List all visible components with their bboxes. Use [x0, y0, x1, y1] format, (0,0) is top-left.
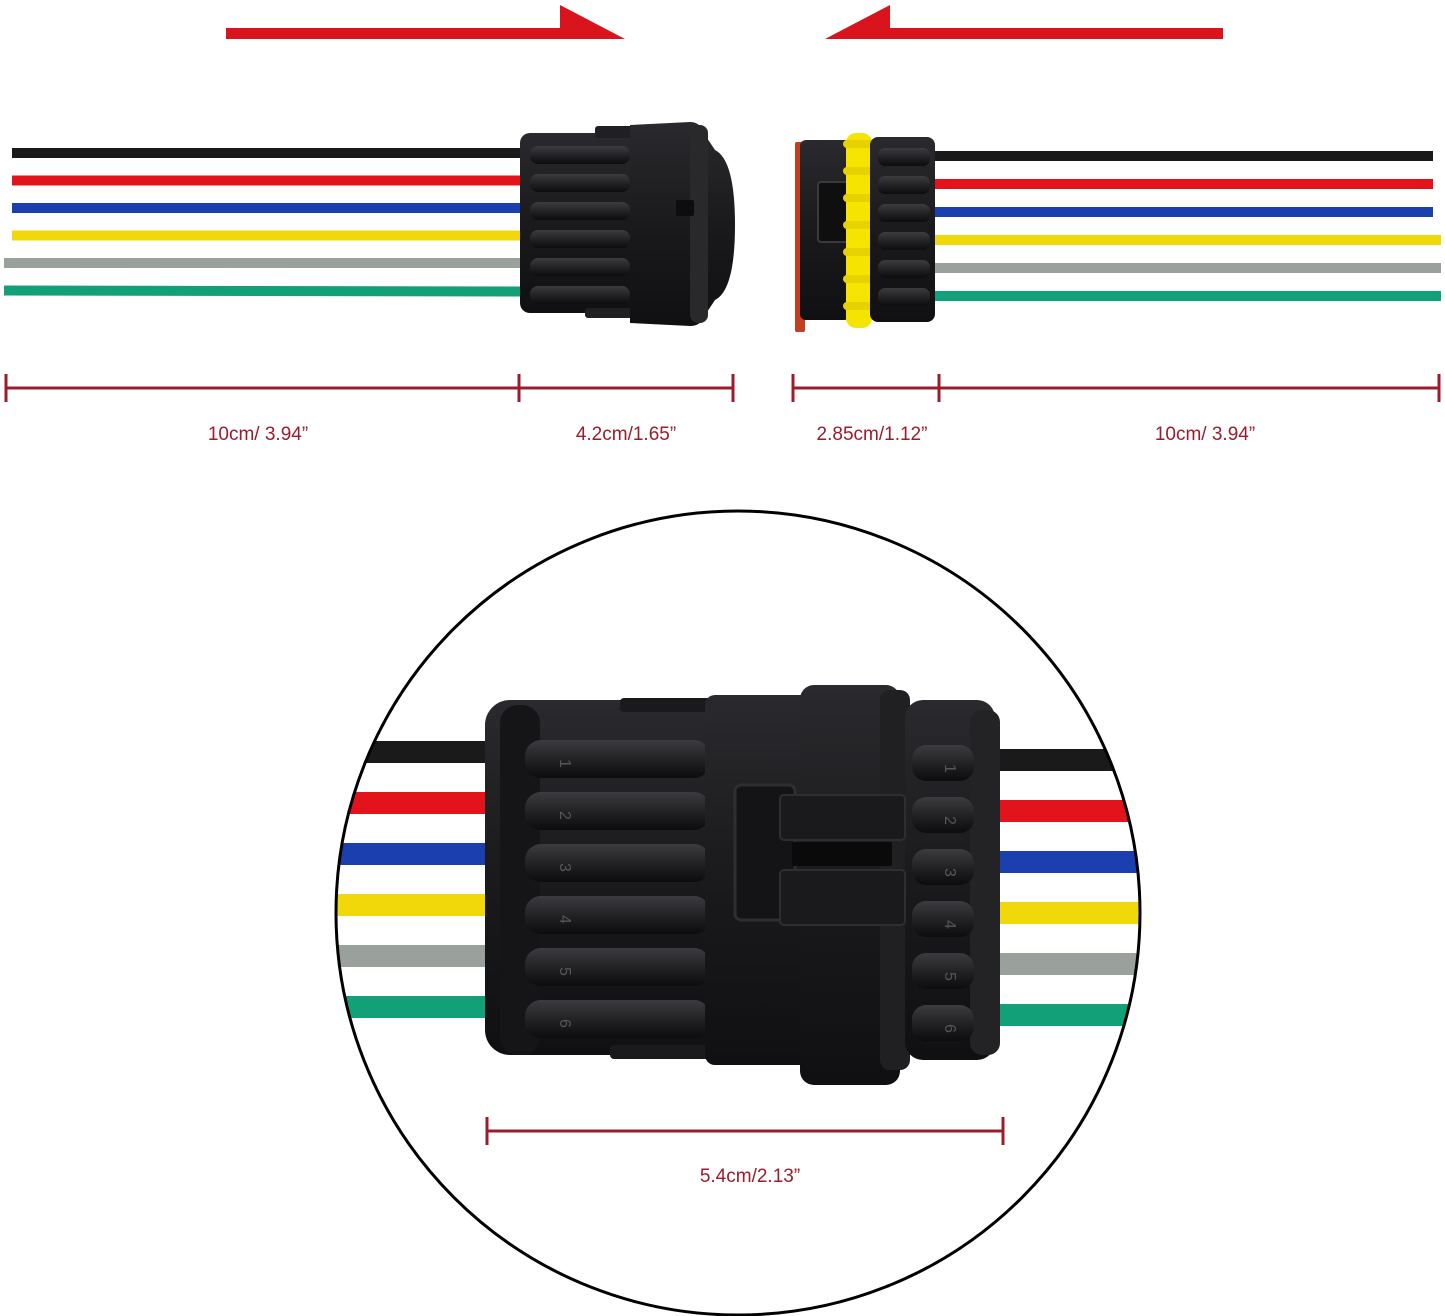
seal-rib [843, 140, 875, 148]
zoom-pin-numbers-male: 1 2 3 4 5 6 [556, 759, 573, 1028]
rib [530, 230, 630, 248]
pin-number: 5 [941, 972, 958, 981]
dimension-label-female-lead: 10cm/ 3.94” [1154, 424, 1256, 445]
male-connector [520, 122, 735, 326]
pin-number: 4 [556, 915, 573, 924]
seal-rib [843, 248, 875, 256]
rib [878, 176, 930, 194]
zoom-wires [336, 741, 1140, 1026]
pin-number: 5 [556, 967, 573, 976]
arrow-right-icon [226, 5, 625, 39]
zoom-rib [912, 849, 974, 885]
rib [878, 204, 930, 222]
latch [733, 783, 906, 926]
pin-number: 1 [941, 764, 958, 773]
zoom-rib [912, 745, 974, 781]
seal-rib [843, 167, 875, 175]
pin-number: 2 [556, 811, 573, 820]
zoom-rib [525, 1000, 710, 1038]
zoom-rib [912, 797, 974, 833]
rib [878, 232, 930, 250]
seal-rib [843, 275, 875, 283]
male-connector-ribs [530, 146, 630, 304]
dimension-label-male-connector: 4.2cm/1.65” [575, 424, 677, 445]
seal-rib [843, 221, 875, 229]
dimension-label-female-connector: 2.85cm/1.12” [816, 424, 928, 445]
dimension-label-male-lead: 10cm/ 3.94” [207, 424, 309, 445]
rib [530, 258, 630, 276]
seal-rib [843, 302, 875, 310]
zoom-rib [912, 1005, 974, 1041]
zoom-rib [912, 953, 974, 989]
zoom-rib [525, 896, 710, 934]
rib [878, 148, 930, 166]
zoom-view: 1 2 3 4 5 6 1 2 3 4 5 6 [334, 509, 1142, 1316]
rib [530, 146, 630, 164]
rib [530, 202, 630, 220]
dimension-line-zoom [485, 1117, 1005, 1145]
pin-number: 4 [941, 920, 958, 929]
rib [878, 288, 930, 306]
rib [530, 174, 630, 192]
female-connector-ribs [878, 148, 930, 306]
pin-number: 6 [941, 1024, 958, 1033]
rib [878, 260, 930, 278]
seal-rib [843, 194, 875, 202]
arrow-left-icon [825, 5, 1223, 39]
zoom-pin-numbers-female: 1 2 3 4 5 6 [941, 764, 958, 1033]
female-connector [795, 133, 935, 332]
wire-bundle-female [930, 151, 1441, 301]
zoom-rib [525, 948, 710, 986]
rib [530, 286, 630, 304]
dimension-lines-top [4, 374, 1441, 402]
pin-number: 3 [941, 868, 958, 877]
pin-number: 2 [941, 816, 958, 825]
zoom-ribs-male [525, 740, 710, 1038]
wire-green [3, 285, 526, 297]
zoom-rib [525, 740, 710, 778]
seal-ribs [843, 140, 875, 310]
pin-number: 3 [556, 863, 573, 872]
wire-bundle-male [3, 148, 526, 297]
zoom-rib [525, 792, 710, 830]
zoom-circle-border [334, 509, 1142, 1316]
pin-number: 1 [556, 759, 573, 768]
zoom-rib [525, 844, 710, 882]
dimension-label-mated-length: 5.4cm/2.13” [699, 1166, 801, 1187]
pin-number: 6 [556, 1019, 573, 1028]
zoom-rib [912, 901, 974, 937]
zoom-ribs-female [912, 745, 974, 1041]
